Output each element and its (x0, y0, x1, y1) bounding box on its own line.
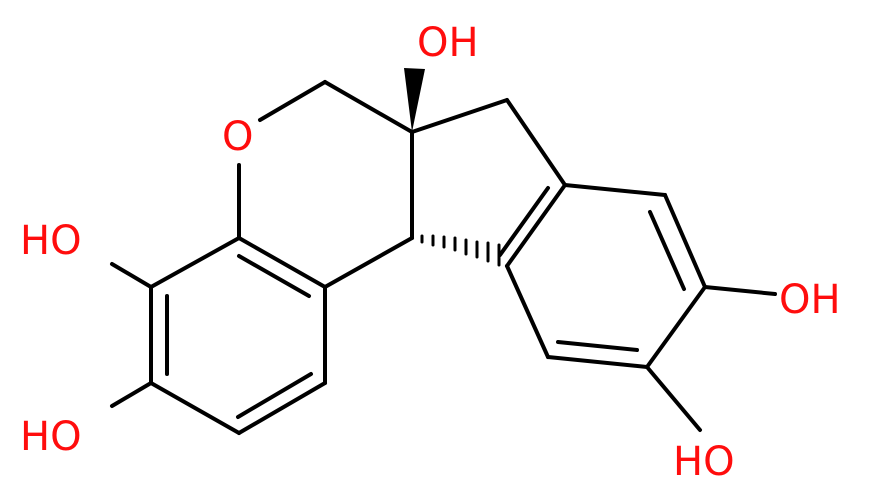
bond (323, 236, 414, 289)
bond (149, 381, 241, 435)
bond (663, 193, 707, 289)
bond-double-inner (498, 186, 550, 257)
wedge-bond (404, 68, 425, 132)
bond-double-inner (648, 210, 686, 291)
hydroxyl-label-left-lower: HO (20, 414, 82, 460)
bond-double-inner (556, 340, 639, 352)
bond (237, 236, 327, 289)
hydroxyl-label-right-lower: HO (673, 439, 735, 485)
hydroxyl-label-top: OH (417, 20, 479, 66)
bond (410, 98, 509, 134)
bond-to-hydroxyl (645, 365, 702, 432)
hashed-wedge-bond (420, 234, 501, 267)
bond-double-inner (236, 372, 313, 419)
bond (645, 285, 707, 369)
bond (258, 80, 327, 122)
bond-to-hydroxyl (110, 381, 153, 408)
hydroxyl-label-right: OH (779, 277, 841, 323)
bond-to-hydroxyl (110, 262, 153, 289)
bond (323, 80, 414, 134)
bond (563, 183, 667, 197)
bond (505, 98, 567, 187)
pyran-ring (237, 80, 414, 289)
bond-to-hydroxyl (703, 285, 777, 296)
bond (505, 183, 567, 268)
cyclopentane-ring (410, 98, 567, 268)
bond (505, 264, 550, 359)
bond-double-inner (237, 254, 311, 298)
hydroxyl-label-left-upper: HO (20, 218, 82, 264)
ring-oxygen-label: O (222, 114, 253, 160)
right-benzene-ring (505, 183, 707, 369)
left-benzene-ring (149, 236, 327, 435)
bond (149, 236, 241, 289)
bond (546, 355, 649, 369)
bond (237, 381, 327, 435)
